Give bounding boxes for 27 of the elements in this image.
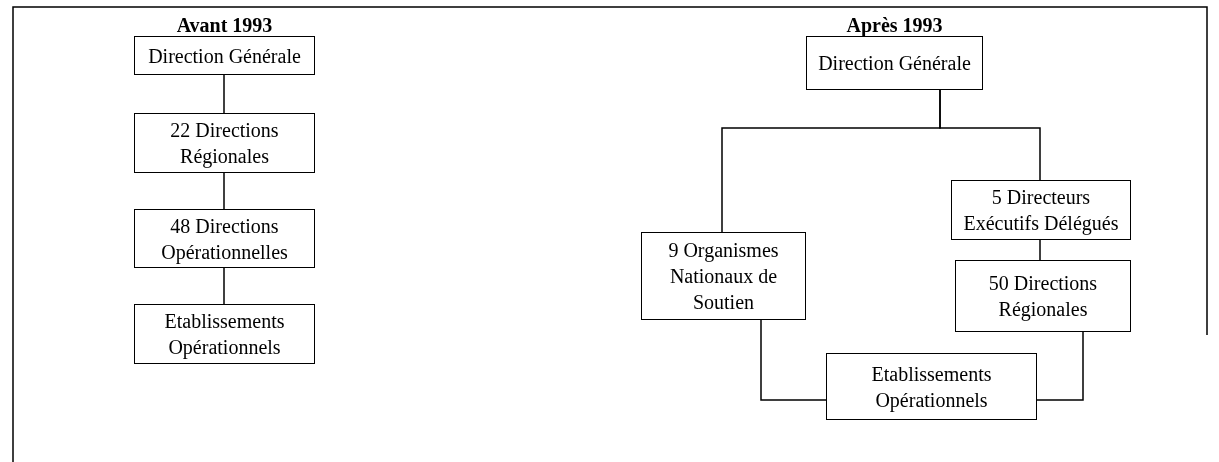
org-unit-name: Etablissements Opérationnels [163, 309, 286, 360]
org-box [955, 260, 1131, 332]
section-heading: Avant 1993 [175, 14, 274, 37]
org-box [951, 180, 1131, 240]
org-box [641, 232, 806, 320]
org-unit-name: 22 Directions Régionales [169, 118, 280, 169]
org-unit-name: 48 Directions Opérationnelles [160, 213, 289, 265]
org-box [134, 36, 315, 75]
connector-line [223, 172, 225, 210]
org-unit-name: 5 Directeurs Exécutifs Délégués [962, 185, 1120, 236]
connector-line [1036, 331, 1084, 401]
section-heading: Après 1993 [845, 14, 944, 37]
org-unit-name: Etablissements Opérationnels [870, 361, 993, 413]
connector-line [223, 267, 225, 305]
org-box [134, 113, 315, 173]
org-unit-name: Direction Générale [148, 43, 301, 69]
connector-line [1039, 239, 1041, 261]
connector-line [760, 319, 827, 401]
org-unit-name: 9 Organismes Nationaux de Soutien [667, 238, 780, 315]
org-box [134, 209, 315, 268]
org-box [134, 304, 315, 364]
org-box [806, 36, 983, 90]
org-unit-name: 50 Directions Régionales [987, 271, 1099, 322]
connector-line [939, 89, 1041, 181]
connector-line [223, 74, 225, 114]
org-unit-name: Direction Générale [818, 51, 971, 76]
org-box [826, 353, 1037, 420]
